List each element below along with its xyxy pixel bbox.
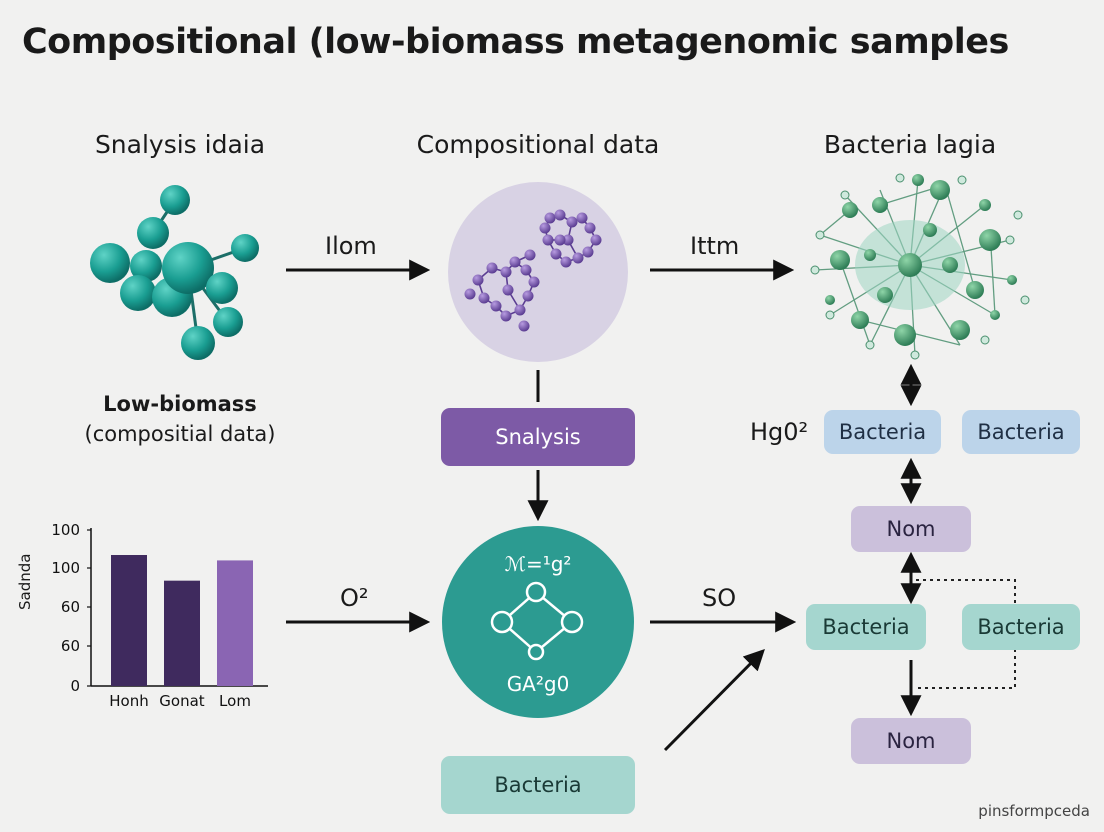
- left-caption-line2: (compositial data): [84, 422, 276, 446]
- arrow-label-mid-left: O²: [340, 584, 369, 612]
- chart-x-tick-label: Lom: [219, 692, 251, 710]
- chart-bar-honh: [111, 555, 147, 686]
- chart-x-tick-label: Honh: [109, 692, 148, 710]
- chart-y-label: Sadnda: [16, 553, 34, 610]
- bacteria-box-1: Bacteria: [824, 410, 941, 454]
- bacteria-box-2: Bacteria: [962, 410, 1080, 454]
- snalysis-box: Snalysis: [441, 408, 635, 466]
- chart-y-tick-label: 60: [61, 637, 80, 655]
- chart-y-tick-label: 0: [70, 677, 80, 695]
- formula-bottom: GA²g0: [506, 672, 570, 696]
- bacteria-box-3: Bacteria: [806, 604, 926, 650]
- footer-text: pinsformpceda: [978, 802, 1090, 820]
- chart-bar-lom: [217, 560, 253, 686]
- nom-box-1: Nom: [851, 506, 971, 552]
- center-column-title: Compositional data: [416, 130, 660, 159]
- bacteria-box-bottom: Bacteria: [441, 756, 635, 814]
- left-caption-line1: Low-biomass: [103, 392, 257, 416]
- arrow-diagonal: [663, 649, 765, 752]
- compositional-molecule-icon: [448, 182, 628, 362]
- formula-circle: [442, 526, 634, 718]
- dotted-bracket: [916, 579, 1016, 689]
- bacteria-network-icon: [810, 173, 1030, 360]
- right-label: Hg0²: [750, 418, 809, 446]
- arrow-label-top-right: Ittm: [690, 232, 740, 260]
- teal-molecule-icon: [90, 185, 259, 360]
- nom-box-2: Nom: [851, 718, 971, 764]
- formula-top: ℳ=¹g²: [504, 552, 572, 576]
- page-title: Compositional (low-biomass metagenomic s…: [22, 22, 1009, 62]
- bacteria-box-4: Bacteria: [962, 604, 1080, 650]
- arrow-label-top-left: Ilom: [325, 232, 377, 260]
- right-column-title: Bacteria lagia: [823, 130, 997, 159]
- chart-y-tick-label: 60: [61, 598, 80, 616]
- left-column-title: Snalysis idaia: [94, 130, 266, 159]
- arrow-label-mid-right: SO: [702, 584, 737, 612]
- chart-y-tick-label: 100: [51, 521, 80, 539]
- chart-y-tick-label: 100: [51, 559, 80, 577]
- chart-x-tick-label: Gonat: [159, 692, 204, 710]
- chart-bar-gonat: [164, 580, 200, 686]
